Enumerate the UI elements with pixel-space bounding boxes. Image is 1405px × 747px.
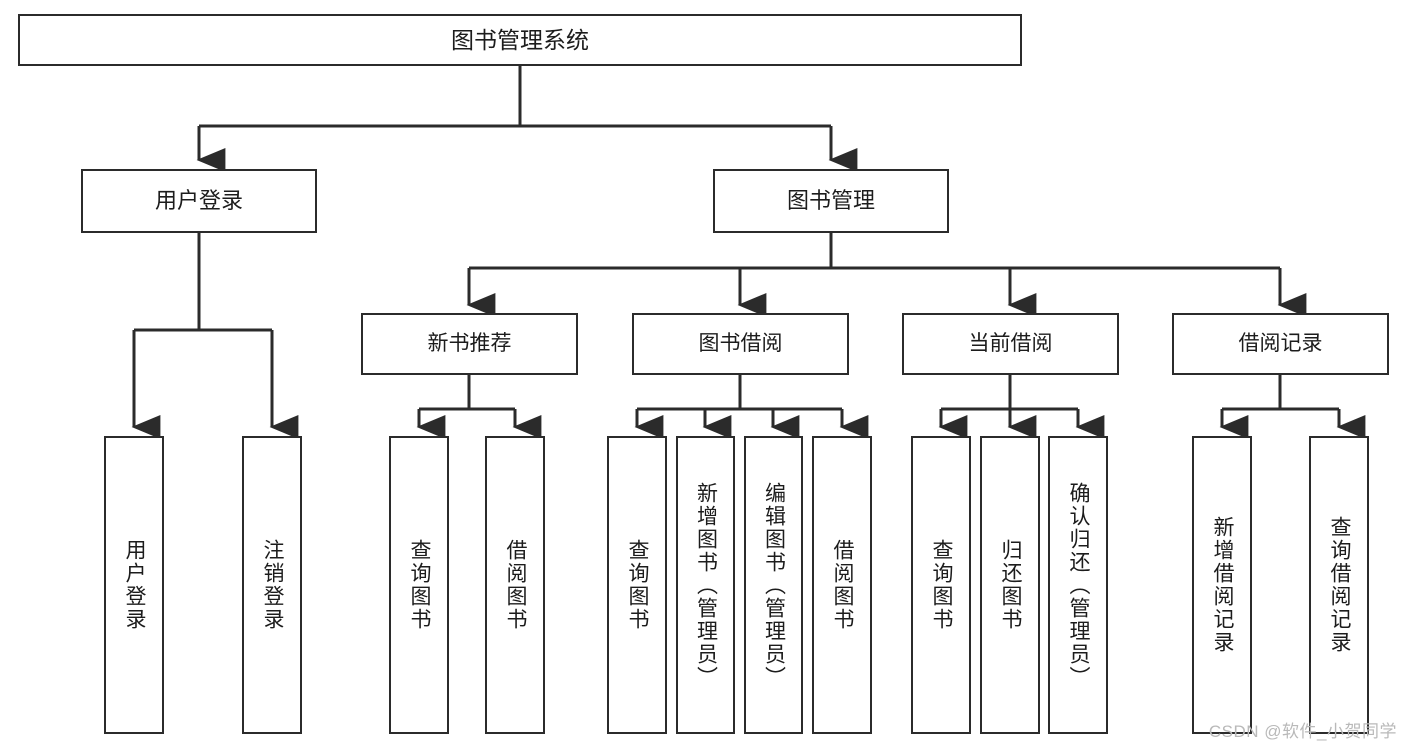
leaf-query-books-borrow-label: 查询图书 xyxy=(626,539,650,631)
leaf-query-books-recommend[interactable]: 查询图书 xyxy=(389,436,449,734)
node-root-label: 图书管理系统 xyxy=(451,26,589,53)
leaf-borrow-books-recommend[interactable]: 借阅图书 xyxy=(485,436,545,734)
leaf-confirm-return-admin[interactable]: 确认归还（管理员） xyxy=(1048,436,1108,734)
leaf-borrow-books-label: 借阅图书 xyxy=(831,539,855,631)
leaf-query-books-current[interactable]: 查询图书 xyxy=(911,436,971,734)
leaf-add-borrow-record-label: 新增借阅记录 xyxy=(1211,516,1235,654)
leaf-add-borrow-record[interactable]: 新增借阅记录 xyxy=(1192,436,1252,734)
leaf-edit-book-admin[interactable]: 编辑图书（管理员） xyxy=(744,436,803,734)
node-book-borrow-label: 图书借阅 xyxy=(698,331,783,355)
node-new-book-recommend-label: 新书推荐 xyxy=(427,331,512,355)
csdn-watermark: CSDN @软件_小贺同学 xyxy=(1208,722,1397,741)
leaf-return-books[interactable]: 归还图书 xyxy=(980,436,1040,734)
leaf-user-login-label: 用户登录 xyxy=(123,539,147,631)
node-user-login[interactable]: 用户登录 xyxy=(81,169,317,233)
node-current-borrow-label: 当前借阅 xyxy=(968,331,1053,355)
node-book-management[interactable]: 图书管理 xyxy=(713,169,949,233)
node-new-book-recommend[interactable]: 新书推荐 xyxy=(361,313,578,375)
leaf-return-books-label: 归还图书 xyxy=(999,539,1023,631)
leaf-query-books-borrow[interactable]: 查询图书 xyxy=(607,436,667,734)
node-borrow-record-label: 借阅记录 xyxy=(1238,331,1323,355)
leaf-edit-book-admin-label: 编辑图书（管理员） xyxy=(762,481,786,689)
leaf-logout-label: 注销登录 xyxy=(261,539,285,631)
leaf-logout[interactable]: 注销登录 xyxy=(242,436,302,734)
leaf-add-book-admin[interactable]: 新增图书（管理员） xyxy=(676,436,735,734)
leaf-confirm-return-admin-label: 确认归还（管理员） xyxy=(1067,481,1091,689)
leaf-query-books-current-label: 查询图书 xyxy=(930,539,954,631)
leaf-query-borrow-record-label: 查询借阅记录 xyxy=(1328,516,1352,654)
node-book-management-label: 图书管理 xyxy=(786,188,875,214)
leaf-query-books-recommend-label: 查询图书 xyxy=(408,539,432,631)
node-root[interactable]: 图书管理系统 xyxy=(18,14,1022,66)
node-user-login-label: 用户登录 xyxy=(154,188,243,214)
node-current-borrow[interactable]: 当前借阅 xyxy=(902,313,1119,375)
leaf-borrow-books[interactable]: 借阅图书 xyxy=(812,436,872,734)
leaf-borrow-books-recommend-label: 借阅图书 xyxy=(504,539,528,631)
node-book-borrow[interactable]: 图书借阅 xyxy=(632,313,849,375)
leaf-user-login[interactable]: 用户登录 xyxy=(104,436,164,734)
leaf-query-borrow-record[interactable]: 查询借阅记录 xyxy=(1309,436,1369,734)
leaf-add-book-admin-label: 新增图书（管理员） xyxy=(694,481,718,689)
node-borrow-record[interactable]: 借阅记录 xyxy=(1172,313,1389,375)
